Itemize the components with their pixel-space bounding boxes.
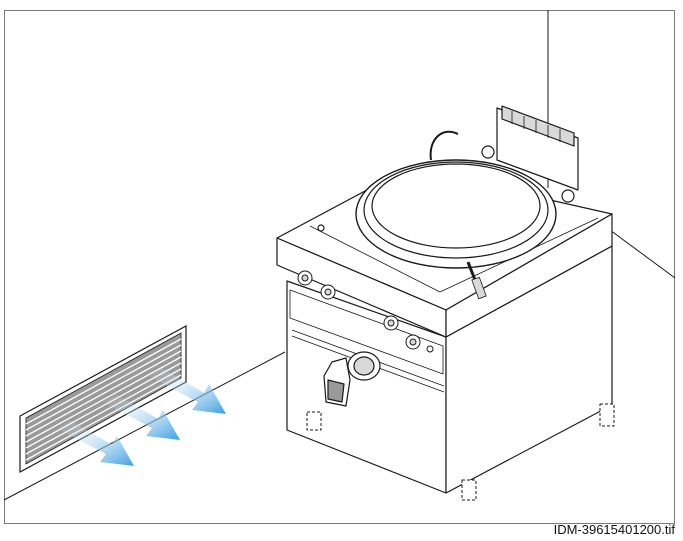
- kettle-appliance: [276, 105, 615, 501]
- control-knobs: [297, 270, 434, 353]
- airflow-arrow: [58, 420, 134, 466]
- drain-tap: [323, 351, 381, 407]
- wall-vent-grille: [19, 324, 187, 474]
- appliance-feet: [306, 403, 615, 501]
- airflow-arrow: [104, 394, 180, 440]
- figure-caption: IDM-39615401200.tif: [553, 522, 675, 537]
- airflow-arrow: [150, 368, 226, 414]
